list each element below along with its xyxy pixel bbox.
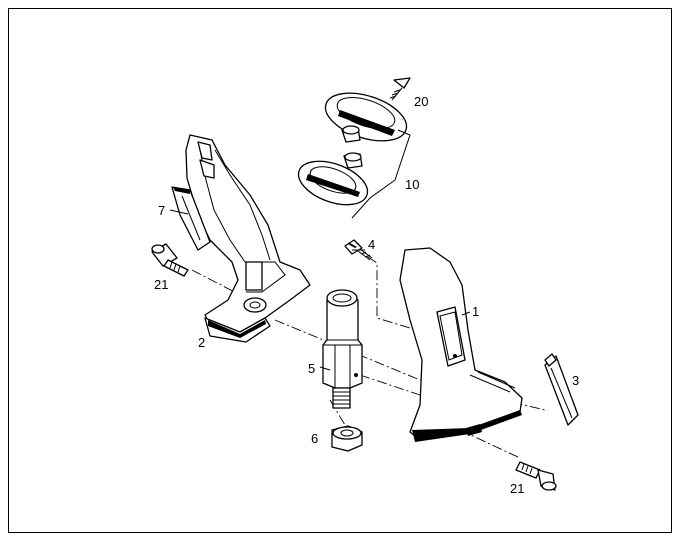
screw-part-21-right bbox=[515, 461, 557, 491]
post-part-5 bbox=[322, 289, 363, 409]
nut-part-6 bbox=[331, 425, 363, 452]
callout-1: 1 bbox=[472, 304, 480, 319]
callout-4: 4 bbox=[368, 237, 376, 252]
callout-7: 7 bbox=[158, 203, 166, 218]
screw-part-20 bbox=[389, 77, 411, 101]
pad-part-3 bbox=[544, 353, 579, 426]
callout-10: 10 bbox=[405, 177, 420, 192]
callout-20: 20 bbox=[414, 94, 429, 109]
callout-3: 3 bbox=[572, 373, 580, 388]
callout-6: 6 bbox=[311, 431, 319, 446]
leader-lines bbox=[169, 209, 471, 371]
knob-assembly-part-10 bbox=[297, 92, 411, 219]
callout-21-left: 21 bbox=[154, 277, 169, 292]
callout-21-right: 21 bbox=[510, 481, 525, 496]
callout-2: 2 bbox=[198, 335, 206, 350]
diagram-frame bbox=[8, 8, 672, 533]
screw-part-21-left bbox=[151, 243, 189, 277]
bracket-part-2 bbox=[185, 134, 311, 343]
pedal-part-1 bbox=[399, 247, 523, 442]
pad-part-7 bbox=[171, 186, 211, 251]
callout-5: 5 bbox=[308, 361, 316, 376]
